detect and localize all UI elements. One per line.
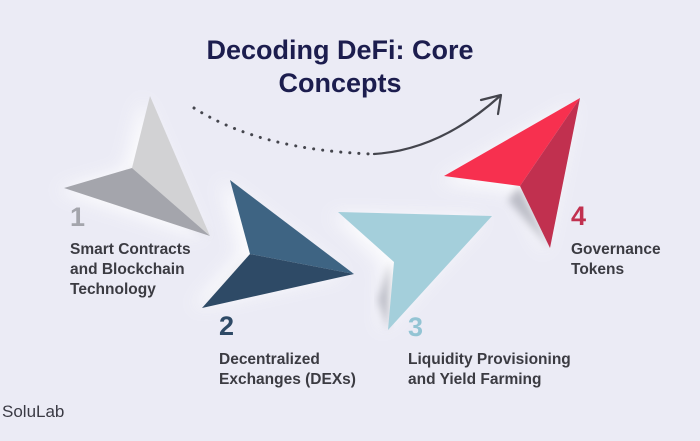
step-3-label-line-1: Liquidity Provisioning [408, 351, 571, 368]
step-1-label-line-1: Smart Contracts [70, 241, 191, 258]
step-1-label-line-3: Technology [70, 281, 156, 298]
step-2-label: Decentralized Exchanges (DEXs) [219, 350, 356, 390]
arrow-4-icon [438, 98, 580, 254]
step-4-label-line-2: Tokens [571, 261, 625, 278]
arrow-1-light-face [132, 96, 210, 236]
step-2-label-line-1: Decentralized [219, 351, 320, 368]
step-4-label: Governance Tokens [571, 240, 661, 280]
arrow-2-icon [192, 180, 354, 308]
step-3-label: Liquidity Provisioning and Yield Farming [408, 350, 571, 390]
arrow-4-dark-face [520, 98, 580, 248]
arrow-3-face [338, 212, 492, 330]
step-2-number: 2 [219, 311, 235, 341]
step-1-label: Smart Contracts and Blockchain Technolog… [70, 240, 191, 300]
curved-arrow-icon [192, 93, 503, 156]
step-1-label-line-2: and Blockchain [70, 261, 185, 278]
arrow-3-icon [330, 212, 492, 332]
title-line-2: Concepts [278, 68, 402, 98]
step-4-label-line-1: Governance [571, 241, 661, 258]
brand-logo-text: SoluLab [2, 402, 65, 421]
step-3-number: 3 [408, 312, 424, 342]
arrow-2-dark-face [202, 254, 354, 308]
step-4-number: 4 [571, 201, 587, 231]
arrow-4-light-face [444, 98, 580, 186]
page-title: Decoding DeFi: Core Concepts [190, 34, 490, 100]
arrow-1-icon [56, 96, 210, 238]
title-line-1: Decoding DeFi: Core [206, 35, 474, 65]
step-1-number: 1 [70, 202, 86, 232]
step-3-label-line-2: and Yield Farming [408, 371, 542, 388]
arrow-1-dark-face [64, 168, 210, 236]
step-2-label-line-2: Exchanges (DEXs) [219, 371, 356, 388]
arrow-2-light-face [230, 180, 354, 274]
